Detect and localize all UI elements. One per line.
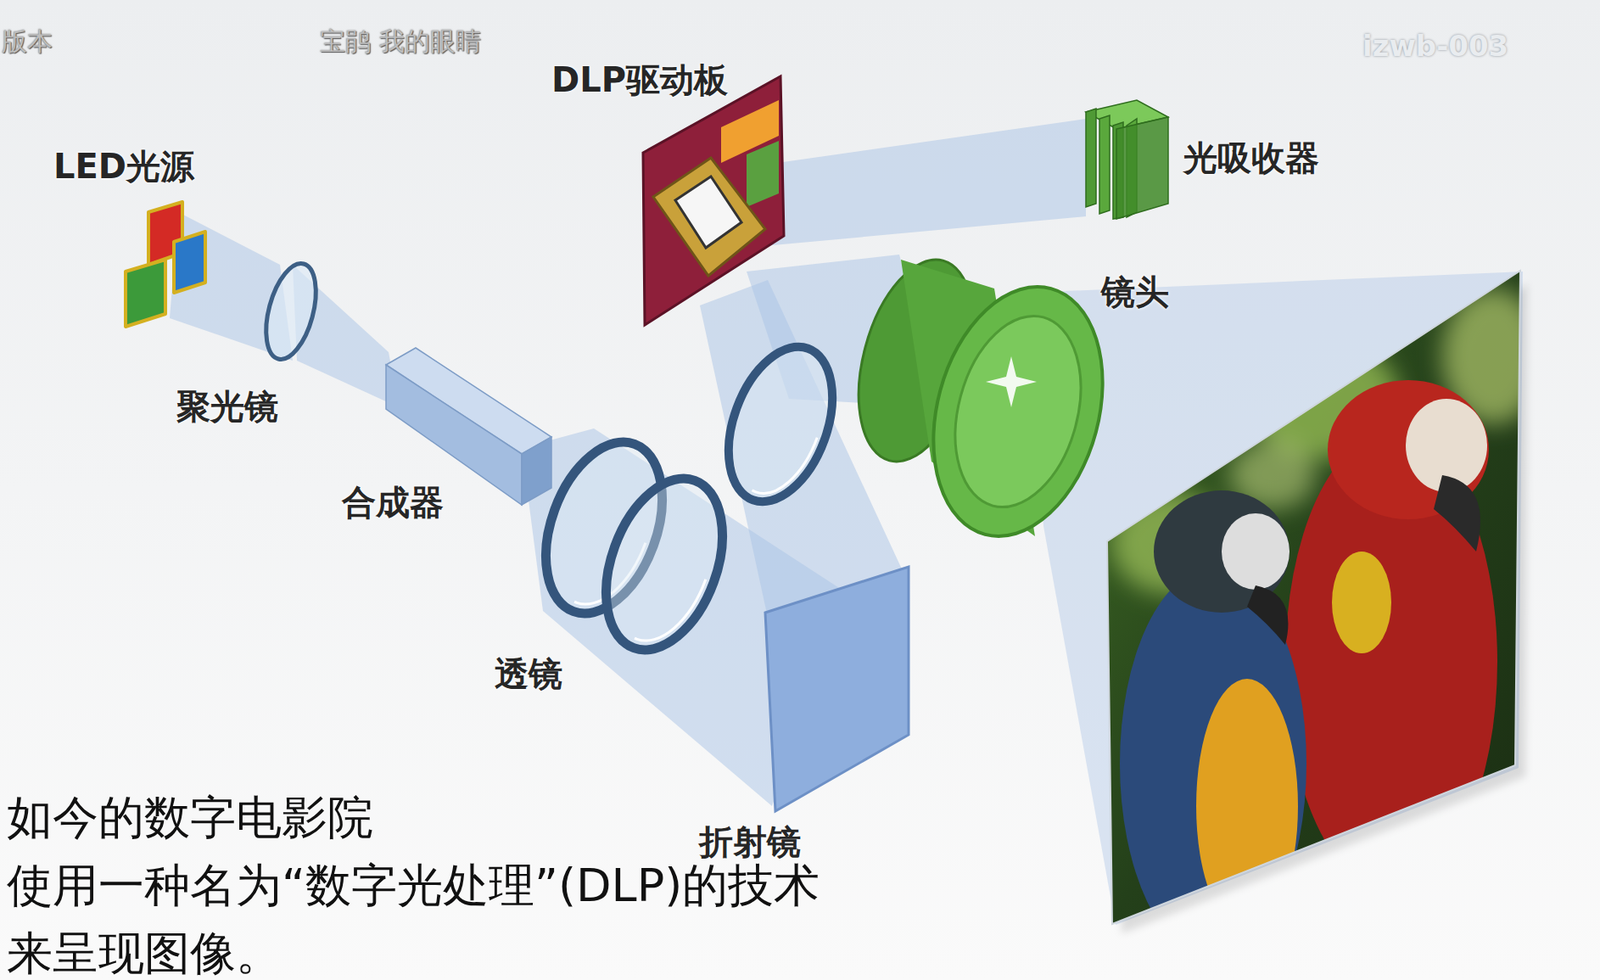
component-label: 合成器 [341, 483, 444, 521]
component-label: 折射镜 [699, 822, 801, 861]
component-label: 聚光镜 [176, 387, 279, 426]
combiner-prism [386, 347, 552, 505]
led-source [125, 201, 206, 327]
component-label: 镜头 [1101, 273, 1170, 311]
dlp-board [643, 76, 784, 325]
folding-mirror [765, 566, 909, 812]
component-label: LED光源 [53, 147, 195, 185]
subtitle-caption: 如今的数字电影院 使用一种名为“数字光处理”(DLP)的技术 来呈现图像。 [6, 783, 983, 980]
component-label: 透镜 [494, 654, 563, 693]
lens-pair [524, 425, 745, 666]
condenser-lens [257, 257, 325, 365]
light-absorber [1085, 100, 1169, 219]
component-label: 光吸收器 [1183, 139, 1320, 177]
projection-lens [839, 246, 1130, 555]
watermark: 宝鹃 我的眼睛 [319, 27, 482, 56]
component-label: DLP驱动板 [551, 61, 728, 99]
watermark: 版本 [1, 27, 53, 56]
projection-screen [1102, 262, 1545, 959]
watermark: izwb-003 [1362, 30, 1509, 62]
relay-lens [709, 332, 852, 516]
